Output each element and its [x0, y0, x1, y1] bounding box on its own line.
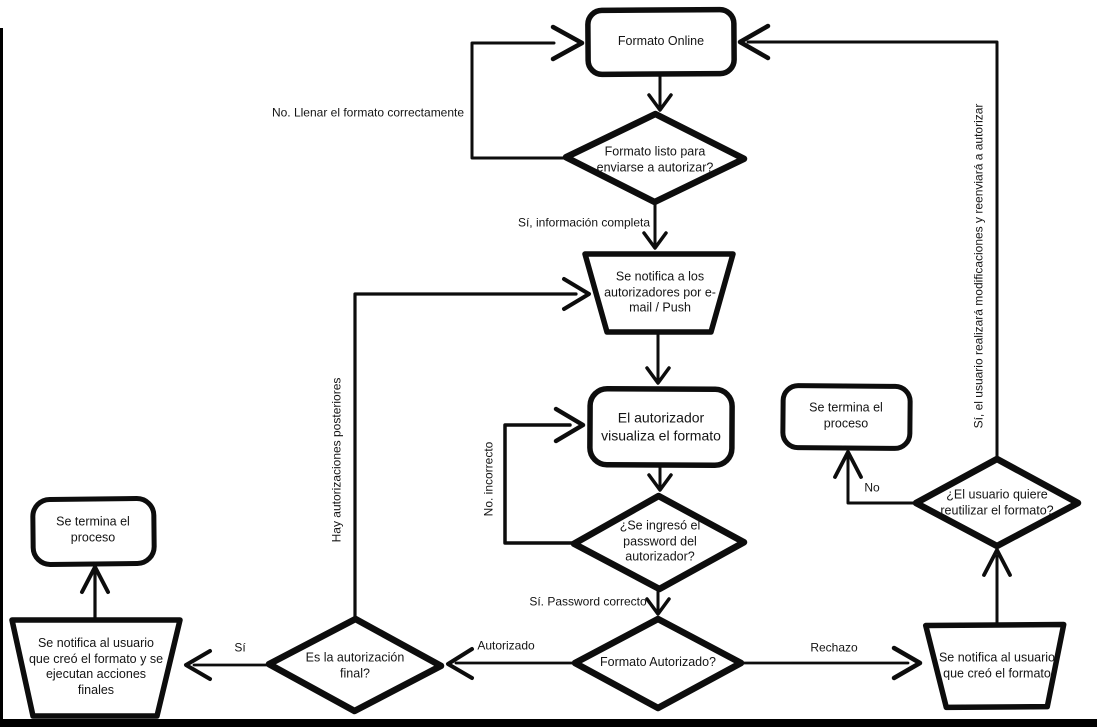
edge-no-llenar-loop	[470, 24, 585, 160]
bottom-black-bar	[0, 719, 1097, 727]
edge-label-hay-autorizaciones: Hay autorizaciones posteriores	[329, 377, 344, 543]
edge-label-no-llenar: No. Llenar el formato correctamente	[271, 105, 465, 120]
decision-ingreso-password-shape	[570, 492, 748, 593]
manual-notifica-usuario-rechazo-label: Se notifica al usuario que creó el forma…	[938, 650, 1056, 680]
manual-notifica-autorizadores-label: Se notifica a los autorizadores por e-ma…	[604, 269, 716, 315]
edge-notifica-final-to-termina	[80, 565, 110, 622]
manual-notifica-usuario-rechazo-shape	[922, 621, 1067, 711]
decision-formato-autorizado-shape	[571, 615, 745, 712]
edge-rechazo-to-notifica	[739, 645, 923, 681]
edge-label-si-password: Sí. Password correcto	[529, 594, 647, 609]
manual-notifica-autorizadores-shape	[582, 251, 736, 335]
edge-no-incorrecto-loop	[503, 406, 586, 545]
edge-label-si-reenviar: Sí, el usuario realizará modificaciones …	[971, 103, 986, 429]
edge-label-autorizado: Autorizado	[477, 638, 535, 653]
edge-hay-autorizaciones-loop	[353, 277, 591, 620]
manual-notifica-usuario-final-shape	[9, 617, 183, 719]
decision-listo-enviar-label: Formato listo para enviarse a autorizar?	[596, 144, 714, 174]
decision-autorizacion-final-label: Es la autorización final?	[305, 650, 405, 680]
edge-label-si-info-completa: Sí, información completa	[517, 215, 651, 230]
edge-label-no-incorrecto: No. incorrecto	[481, 441, 496, 517]
edge-notifica-to-visualiza	[645, 331, 671, 385]
node-formato-online-shape	[585, 6, 737, 78]
decision-reutilizar-formato-label: ¿El usuario quiere reutilizar el formato…	[940, 487, 1054, 517]
decision-formato-autorizado-label: Formato Autorizado?	[599, 655, 717, 670]
node-termina-proceso-der-shape	[780, 383, 913, 451]
edge-autorizado-to-final	[446, 647, 576, 680]
edge-label-no-reutilizar: No	[864, 480, 880, 495]
node-formato-online-label: Formato Online	[617, 34, 705, 49]
edge-label-rechazo: Rechazo	[810, 640, 858, 655]
left-edge-line	[0, 28, 3, 727]
edge-password-to-autorizado	[645, 588, 671, 616]
edge-online-to-listo	[647, 74, 673, 112]
node-autorizador-visualiza-label: El autorizador visualiza el formato	[601, 409, 721, 444]
edge-visualiza-to-password	[647, 464, 673, 492]
decision-autorizacion-final-shape	[265, 615, 445, 715]
edge-si-reenviar-loop	[737, 23, 999, 459]
node-termina-proceso-izq-label: Se termina el proceso	[56, 514, 130, 544]
node-termina-proceso-der-label: Se termina el proceso	[809, 400, 883, 430]
edge-notifica-to-reutilizar	[982, 548, 1012, 627]
edge-label-si-final: Sí	[234, 640, 246, 655]
edge-si-to-notifica-final	[184, 649, 271, 681]
node-termina-proceso-izq-shape	[30, 496, 157, 567]
manual-notifica-usuario-final-label: Se notifica al usuario que creó el forma…	[28, 635, 164, 697]
decision-reutilizar-formato-shape	[912, 455, 1082, 550]
edge-listo-to-notifica	[642, 201, 668, 250]
node-autorizador-visualiza-shape	[587, 385, 735, 469]
edge-no-to-termina-der	[833, 450, 918, 505]
decision-listo-enviar-shape	[562, 110, 748, 206]
decision-ingreso-password-label: ¿Se ingresó el password del autorizador?	[619, 518, 701, 564]
